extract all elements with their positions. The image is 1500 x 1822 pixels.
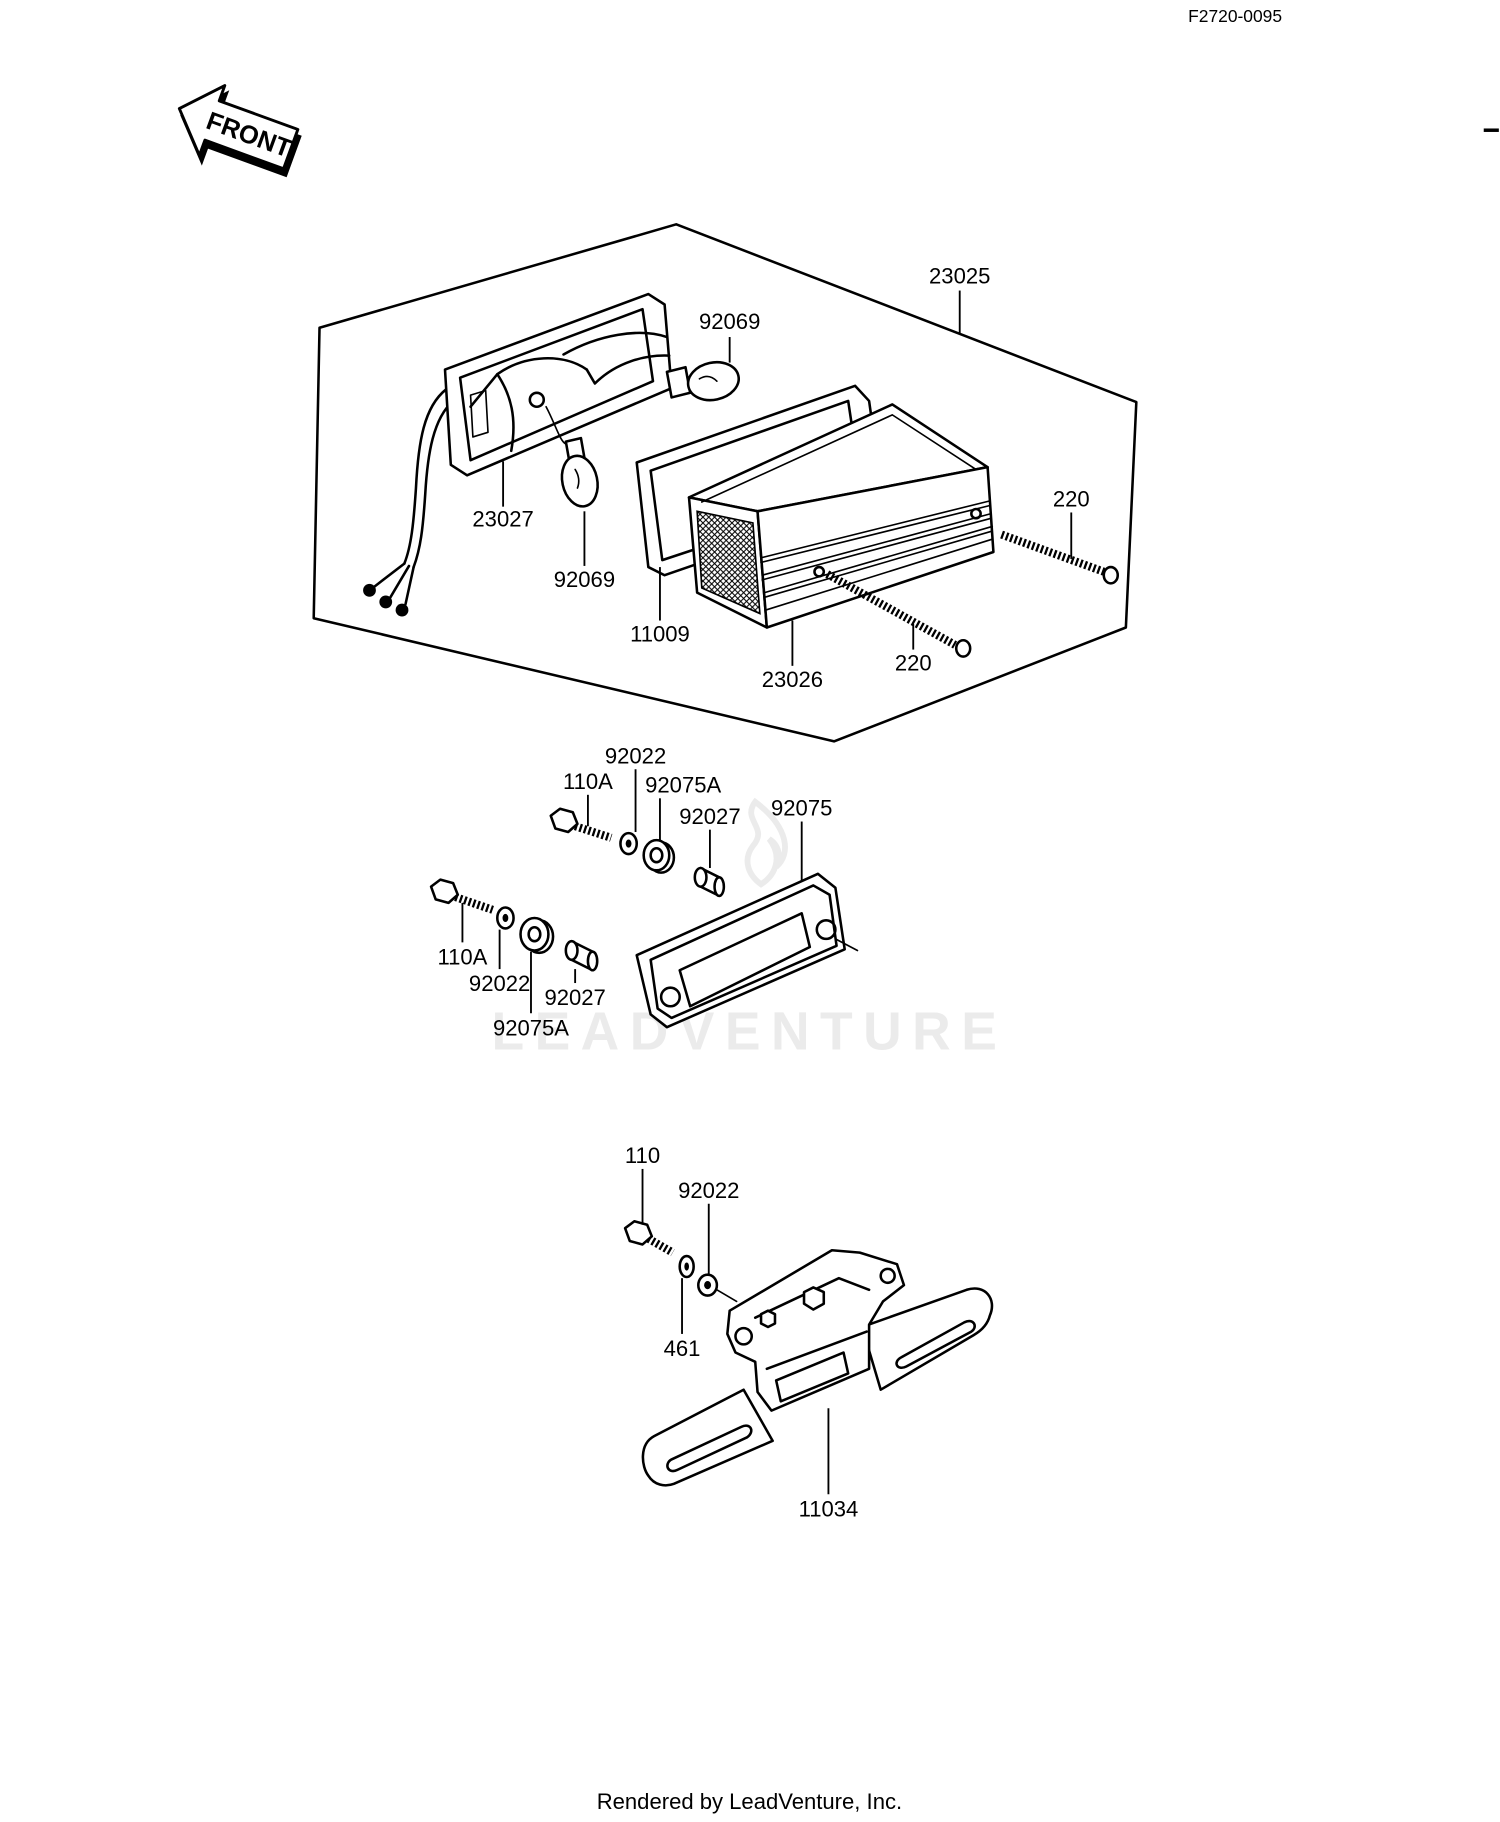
callout-92022-lower: 92022 [469,971,530,996]
diagram-code: F2720-0095 [1188,6,1282,26]
callout-11034: 11034 [799,1496,859,1521]
bolt-lower [429,878,494,914]
callout-461: 461 [664,1336,701,1361]
callout-23026: 23026 [762,667,823,692]
reflector-grid [696,510,761,615]
screw-left [825,570,972,658]
bracket-bolt [623,1219,675,1257]
washer-lower [496,906,515,930]
connector [379,595,393,609]
grommet-upper [642,838,676,874]
screw-right [1000,530,1120,585]
callout-92069-lower: 92069 [554,567,615,592]
callout-92075A-lower: 92075A [493,1015,569,1040]
footer-credit: Rendered by LeadVenture, Inc. [597,1789,902,1814]
bracket-nut [802,1286,826,1311]
lamp-base [635,872,859,1029]
watermark-text: LEADVENTURE [491,1002,1007,1061]
bolt-upper [549,807,613,842]
callout-92069-upper: 92069 [699,309,760,334]
callout-92027-lower: 92027 [544,985,605,1010]
callout-110A-upper: 110A [563,769,613,794]
washer-upper [619,831,638,856]
connector [363,583,376,597]
callout-23025: 23025 [929,264,990,289]
spacer-lower [564,939,599,972]
grommet-lower [519,916,555,955]
bulb-upper [665,360,740,402]
license-bracket [641,1248,994,1487]
screw-hole [813,565,826,578]
spacer-upper [693,866,726,898]
callout-220-right: 220 [1053,487,1090,512]
watermark-flame-icon [744,797,788,888]
callout-23027: 23027 [472,506,533,531]
lens [687,403,995,629]
lock-washer [678,1254,695,1279]
bulb-lower [560,436,599,508]
screw-hole [970,507,982,520]
lamp-housing [443,292,673,477]
wiring-harness [363,388,455,617]
callout-110: 110 [625,1143,660,1168]
bracket-nut [759,1309,777,1329]
assembly-group-outline [312,223,1138,743]
watermark: LEADVENTURE [491,797,1007,1061]
callout-92075: 92075 [771,796,832,821]
callout-220-left: 220 [895,650,932,675]
front-direction-arrow-icon: FRONT [177,84,302,178]
bracket-washer [697,1273,738,1303]
callout-92022-bracket: 92022 [678,1178,739,1203]
callout-92027-upper: 92027 [679,804,740,829]
connector [395,603,409,617]
callout-110A-lower: 110A [437,944,487,969]
callout-92022-upper: 92022 [605,743,666,768]
callout-11009: 11009 [630,621,690,646]
callout-92075A-upper: 92075A [645,772,721,797]
